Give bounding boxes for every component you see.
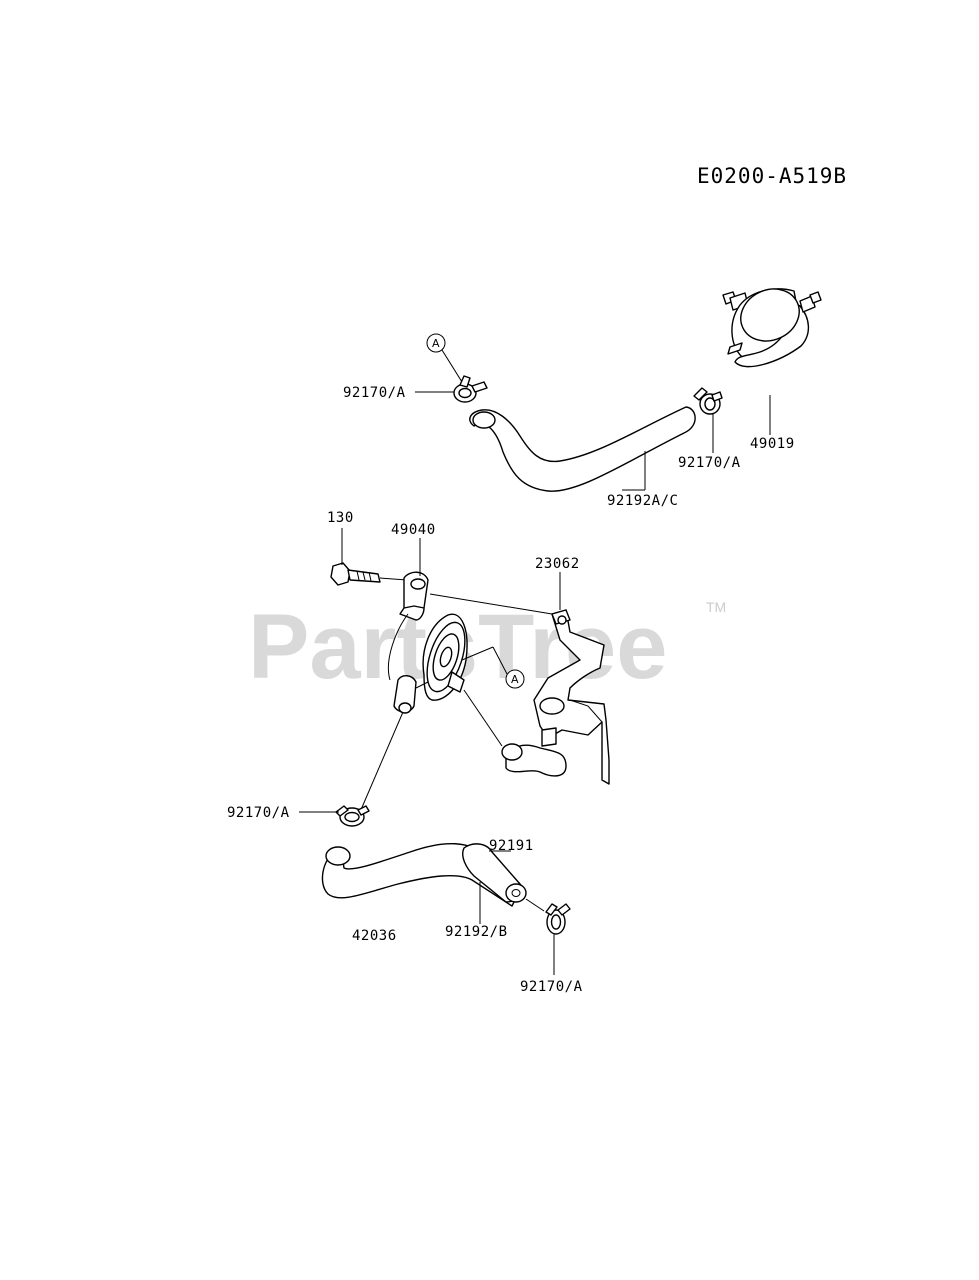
part-label-130[interactable]: 130 bbox=[327, 510, 354, 526]
part-label-92170a-top-left[interactable]: 92170/A bbox=[343, 385, 406, 401]
callout-a-top-letter: A bbox=[432, 337, 440, 350]
part-label-23062[interactable]: 23062 bbox=[535, 556, 580, 572]
fuel-filter-icon[interactable] bbox=[722, 280, 822, 368]
clamp-bottom-icon[interactable] bbox=[545, 903, 571, 935]
bolt-icon[interactable] bbox=[330, 562, 381, 586]
part-label-49040[interactable]: 49040 bbox=[391, 522, 436, 538]
bracket-icon[interactable] bbox=[533, 609, 610, 785]
callout-a-pump[interactable]: A bbox=[461, 646, 525, 689]
clamp-mid-icon[interactable] bbox=[335, 805, 370, 827]
hose-end-icon[interactable] bbox=[463, 689, 567, 777]
part-label-42036[interactable]: 42036 bbox=[352, 928, 397, 944]
hose-top-icon[interactable] bbox=[469, 406, 696, 492]
part-label-92192b[interactable]: 92192/B bbox=[445, 924, 508, 940]
fuel-pump-icon[interactable] bbox=[387, 571, 472, 714]
part-label-92191[interactable]: 92191 bbox=[489, 838, 534, 854]
part-label-49019[interactable]: 49019 bbox=[750, 436, 795, 452]
watermark: PartsTree TM bbox=[248, 596, 726, 698]
part-label-92170a-top-right[interactable]: 92170/A bbox=[678, 455, 741, 471]
diagram-code: E0200-A519B bbox=[697, 164, 847, 188]
callout-a-top[interactable]: A bbox=[426, 333, 463, 383]
part-label-92170a-bottom[interactable]: 92170/A bbox=[520, 979, 583, 995]
clamp-top-left-icon[interactable] bbox=[453, 375, 488, 403]
hose-bottom-icon[interactable] bbox=[321, 843, 527, 907]
clamp-top-right-icon[interactable] bbox=[693, 387, 723, 415]
part-label-92192ac[interactable]: 92192A/C bbox=[607, 493, 678, 509]
callout-a-pump-letter: A bbox=[511, 673, 519, 686]
part-label-92170a-mid[interactable]: 92170/A bbox=[227, 805, 290, 821]
watermark-trademark: TM bbox=[706, 599, 726, 615]
